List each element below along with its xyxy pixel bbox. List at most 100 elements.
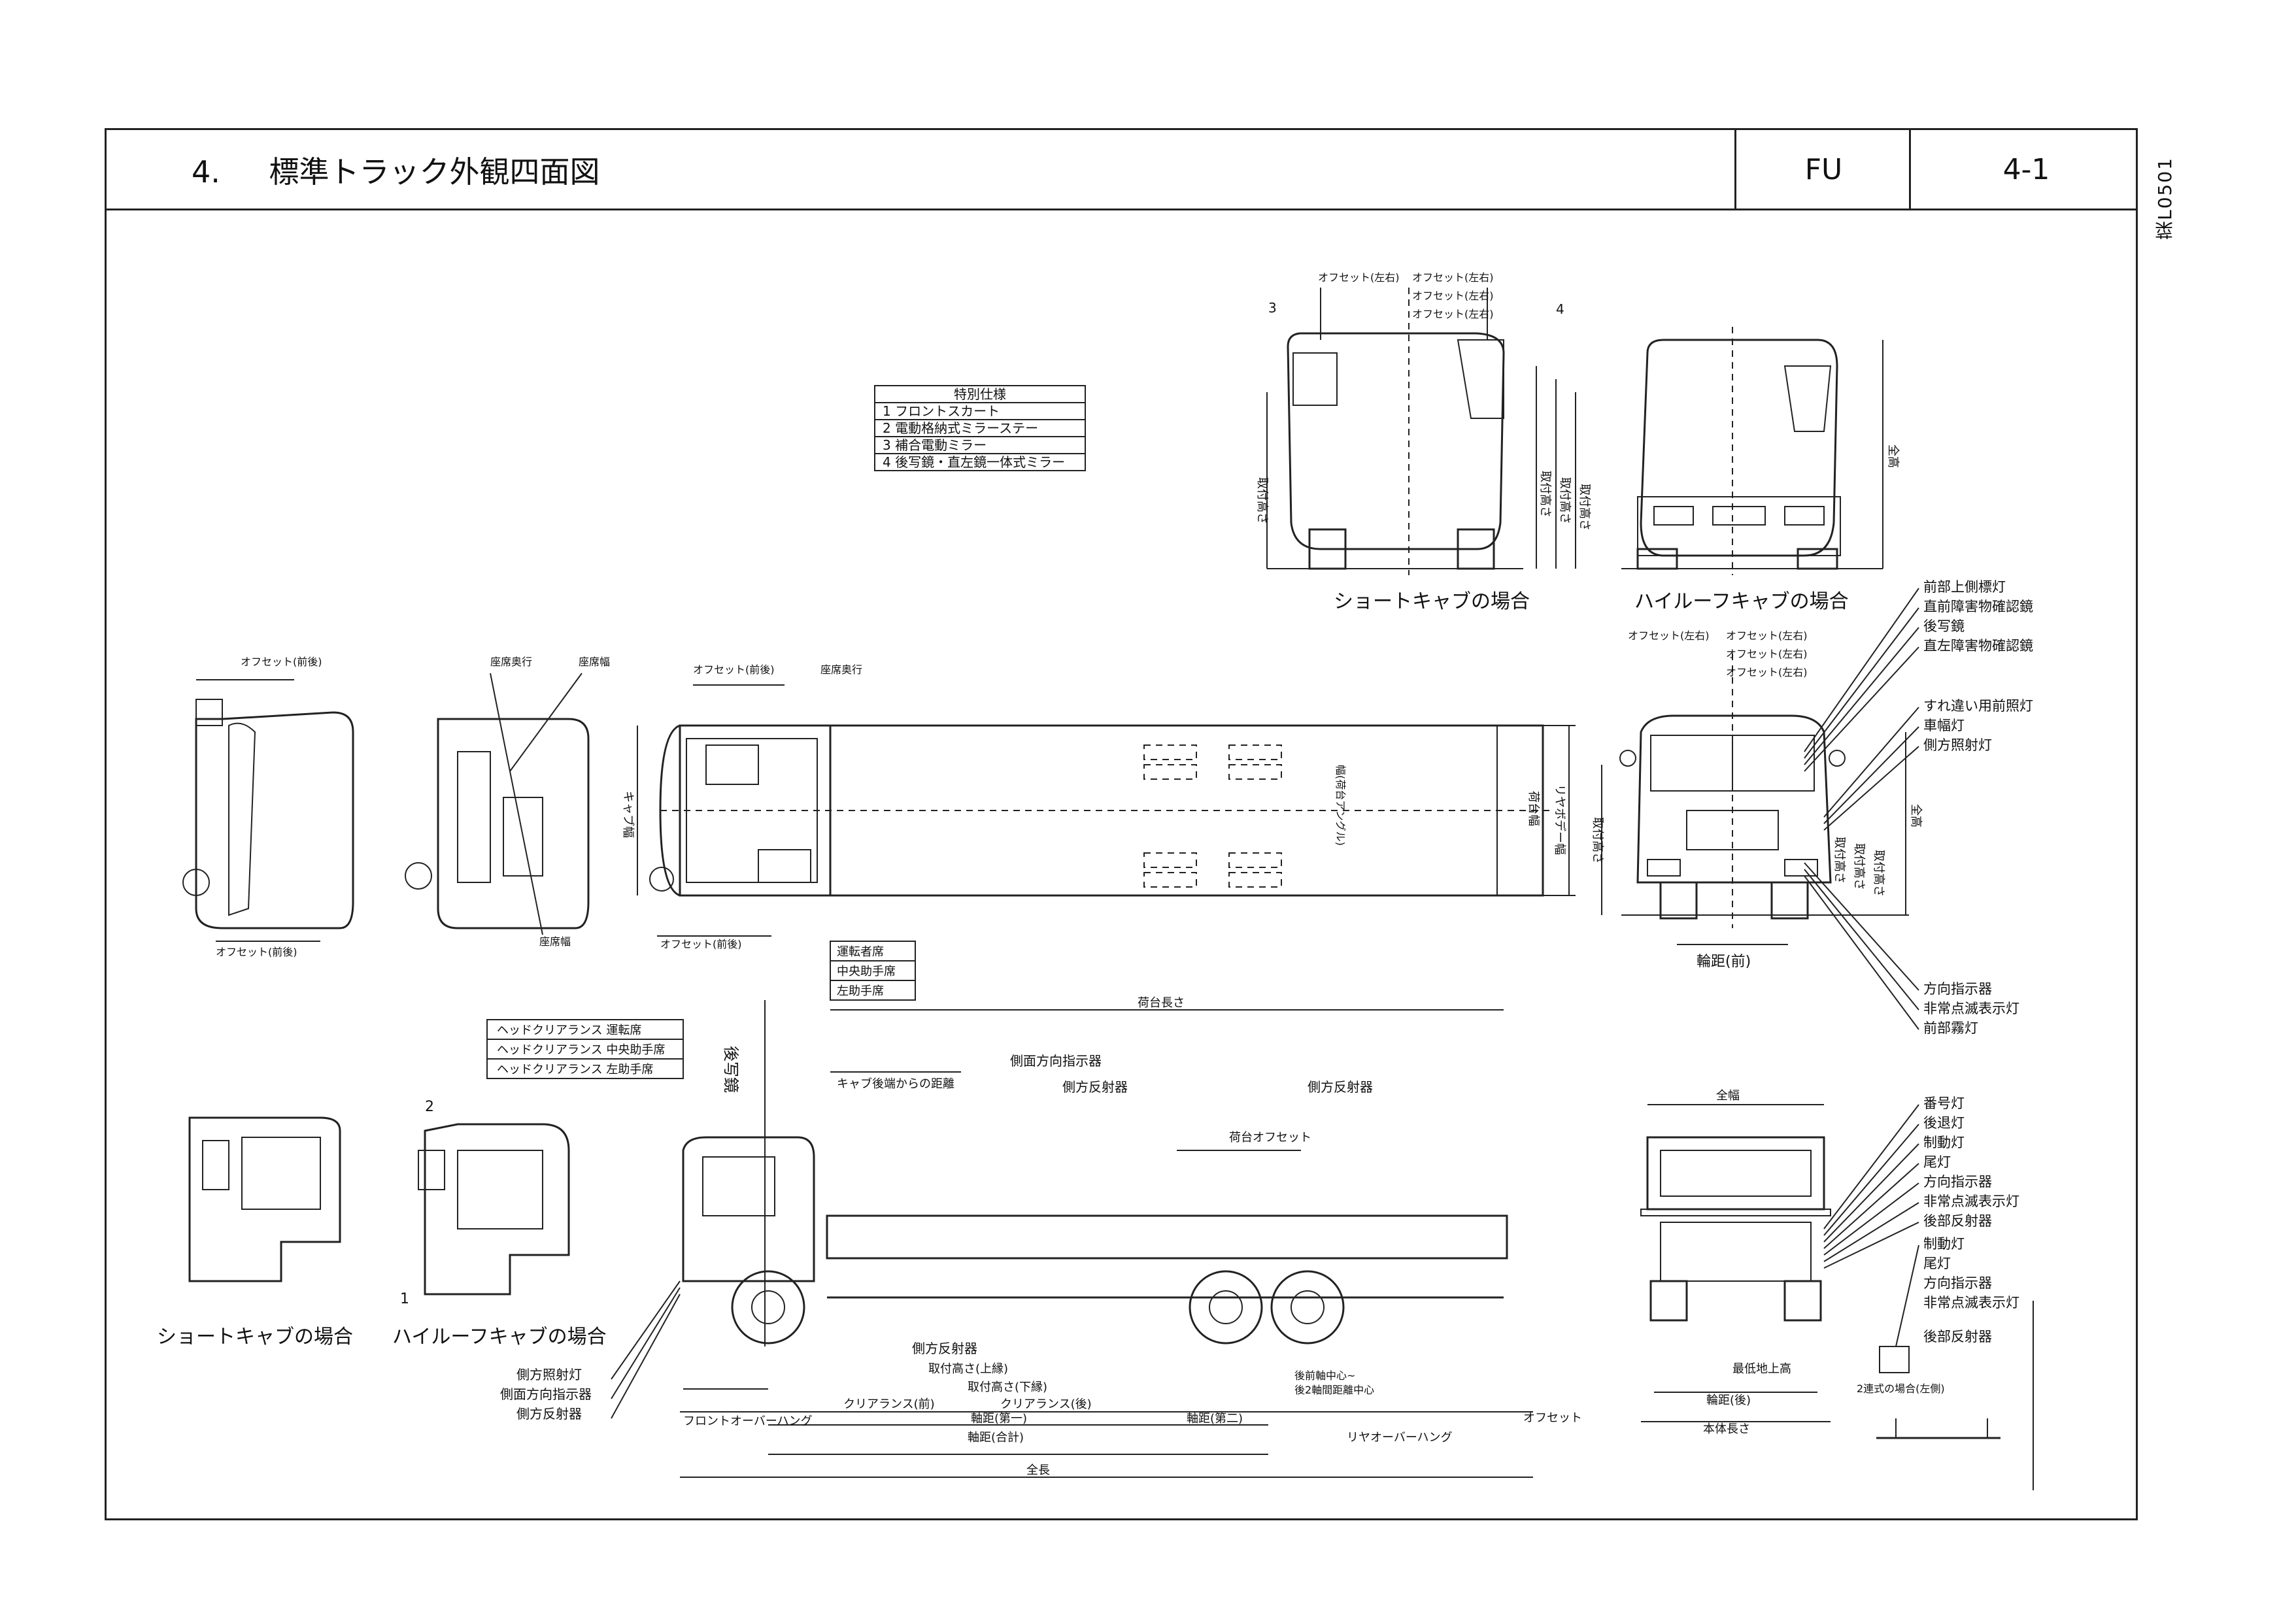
rear-lamp-label: 非常点滅表示灯 — [1923, 1295, 2019, 1311]
bed-offset-label: 荷台オフセット — [1229, 1131, 1311, 1145]
rear-view-high-roof: 全高 ハイルーフキャブの場合 — [1621, 327, 1900, 613]
options-table: 特別仕様 1 フロントスカート 2 電動格納式ミラーステー 3 補合電動ミラー … — [874, 385, 1086, 471]
mount-height-label: 取付高さ — [1852, 843, 1866, 890]
rear-overhang-label: リヤオーバーハング — [1347, 1431, 1452, 1445]
axle-note: 後前軸中心~ — [1294, 1369, 1355, 1382]
rear-lamp-label: 後退灯 — [1923, 1115, 1965, 1131]
detail-caption: 2連式の場合(左側) — [1857, 1382, 1945, 1395]
side-turn-signal-label: 側面方向指示器 — [1010, 1053, 1102, 1069]
front-lamp-label: すれ違い用前照灯 — [1923, 698, 2033, 714]
offset-label: オフセット(左右) — [1726, 648, 1808, 660]
head-clearance-label: ヘッドクリアランス 中央助手席 — [497, 1043, 665, 1057]
clearance-rear-label: クリアランス(後) — [1000, 1397, 1092, 1411]
overall-length-label: 全長 — [1026, 1463, 1050, 1477]
rear-lamp-label: 制動灯 — [1923, 1135, 1965, 1150]
callout-3: 3 — [1268, 300, 1277, 316]
seat-label: 左助手席 — [837, 984, 884, 998]
model-cell: FU — [1734, 130, 1911, 209]
offset-fb-label: オフセット(前後) — [660, 938, 742, 950]
axle-note: 後2軸間距離中心 — [1294, 1384, 1374, 1396]
offset-fb-label: オフセット(前後) — [216, 946, 297, 958]
front-lamp-label: 非常点滅表示灯 — [1923, 1001, 2019, 1016]
total-height-label: 全高 — [1886, 444, 1900, 468]
seat-depth-label: 座席奥行 — [490, 656, 532, 668]
tread-rear-label: 輪距(後) — [1706, 1394, 1751, 1407]
left-lamp-label: 側方反射器 — [516, 1406, 582, 1422]
rear-lamp-label: 後部反射器 — [1923, 1213, 1992, 1229]
model-code: FU — [1804, 152, 1843, 186]
front-view: 輪距(前) 全高 取付高さ 取付高さ 取付高さ 取付高さ オフセット(左右) オ… — [1591, 579, 2033, 1036]
title-block: 4. 標準トラック外観四面図 FU 4-1 — [107, 130, 2136, 210]
offset-label: オフセット — [1523, 1411, 1582, 1425]
side-reflector-label: 側方反射器 — [912, 1341, 977, 1356]
high-roof-caption: ハイルーフキャブの場合 — [1634, 590, 1849, 613]
drawing-frame: 4. 標準トラック外観四面図 FU 4-1 — [105, 128, 2138, 1520]
mirror-label: 後写鏡 — [722, 1046, 740, 1093]
mount-height-label: 取付高さ — [1558, 477, 1572, 524]
mount-lower-label: 取付高さ(下縁) — [968, 1380, 1047, 1394]
front-lamp-label: 前部上側標灯 — [1923, 579, 2006, 595]
bed-width-note: 幅(荷台アングル) — [1334, 765, 1347, 846]
rear-view-short-cab: オフセット(左右) オフセット(左右) オフセット(左右) オフセット(左右) … — [1255, 271, 1591, 613]
wheelbase1-label: 軸距(第一) — [971, 1412, 1027, 1426]
left-lamp-label: 側方照射灯 — [516, 1367, 582, 1382]
seat-height-label: 座席幅 — [539, 935, 571, 948]
offset-label: オフセット(左右) — [1318, 271, 1400, 284]
option-item: 2 電動格納式ミラーステー — [883, 420, 1038, 436]
page-number: 4-1 — [2002, 152, 2050, 186]
mount-height-label: 取付高さ — [1538, 471, 1552, 518]
page-cell: 4-1 — [1909, 130, 2142, 209]
total-height-label: 全高 — [1909, 804, 1923, 827]
clearance-front-label: クリアランス(前) — [843, 1397, 935, 1411]
short-cab-caption: ショートキャブの場合 — [1334, 590, 1530, 613]
front-lamp-label: 直前障害物確認鏡 — [1923, 599, 2033, 614]
rear-lamp-label: 尾灯 — [1923, 1256, 1951, 1271]
front-lamp-label: 車幅灯 — [1923, 718, 1965, 733]
callout-4: 4 — [1556, 301, 1564, 317]
front-lamp-label: 後写鏡 — [1923, 618, 1965, 634]
wheelbase-total-label: 軸距(合計) — [968, 1431, 1024, 1445]
rear-lamp-label: 非常点滅表示灯 — [1923, 1194, 2019, 1209]
drawing-title: 4. 標準トラック外観四面図 — [192, 148, 600, 192]
left-lamp-label: 側面方向指示器 — [500, 1386, 592, 1402]
cab-views-small: 2 1 ショートキャブの場合 ハイルーフキャブの場合 — [157, 1099, 607, 1348]
seat-depth-label: 座席奥行 — [820, 663, 862, 676]
body-width-label: 荷台幅 — [1527, 791, 1540, 826]
mount-height-label: 取付高さ — [1578, 484, 1591, 531]
rear-lamp-label: 方向指示器 — [1923, 1174, 1992, 1190]
option-item: 1 フロントスカート — [883, 403, 1000, 419]
callout-1: 1 — [400, 1291, 409, 1307]
rear-view-truck: 全幅 輪距(後) 本体長さ 最低地上高 番号灯 後退灯 制動灯 尾灯 方向指示器… — [1640, 1089, 2034, 1490]
plan-view-cab-offset: オフセット(前後) オフセット(前後) — [182, 656, 354, 958]
seat-label: 中央助手席 — [837, 965, 896, 978]
offset-label: オフセット(左右) — [1726, 629, 1808, 642]
offset-label: オフセット(左右) — [1412, 290, 1494, 302]
plan-view-seat-detail: 座席奥行 座席幅 座席幅 — [405, 656, 610, 948]
cab-clearance-label: キャブ後端からの距離 — [837, 1077, 954, 1091]
offset-fb-label: オフセット(前後) — [241, 656, 322, 668]
bed-length-label: 荷台長さ — [1138, 996, 1185, 1010]
head-clearance-label: ヘッドクリアランス 運転席 — [497, 1024, 641, 1037]
option-item: 4 後写鏡・直左鏡一体式ミラー — [883, 454, 1065, 470]
seat-width-label: 座席幅 — [579, 656, 610, 668]
rear-lamp-label: 番号灯 — [1923, 1095, 1965, 1111]
side-reflector-label: 側方反射器 — [1308, 1079, 1373, 1095]
callout-2: 2 — [425, 1099, 434, 1115]
front-lamp-label: 方向指示器 — [1923, 981, 1992, 997]
wheelbase2-label: 軸距(第二) — [1187, 1412, 1243, 1426]
head-clearance-label: ヘッドクリアランス 左助手席 — [497, 1063, 653, 1077]
offset-label: オフセット(左右) — [1628, 629, 1710, 642]
cab-width-label: キャブ幅 — [621, 791, 635, 838]
rear-lamp-label: 方向指示器 — [1923, 1275, 1992, 1291]
section-number: 4. — [192, 154, 220, 190]
tread-front-label: 輪距(前) — [1697, 954, 1751, 970]
mount-height-label: 取付高さ — [1255, 477, 1269, 524]
short-cab-caption: ショートキャブの場合 — [157, 1326, 353, 1348]
mount-height-label: 取付高さ — [1591, 817, 1604, 864]
front-overhang-label: フロントオーバーハング — [683, 1414, 812, 1428]
options-title: 特別仕様 — [954, 386, 1006, 402]
rear-body-width-label: リヤボデー幅 — [1553, 784, 1566, 855]
front-lamp-label: 側方照射灯 — [1923, 737, 1992, 753]
rear-lamp-label: 尾灯 — [1923, 1154, 1951, 1170]
option-item: 3 補合電動ミラー — [883, 437, 987, 453]
